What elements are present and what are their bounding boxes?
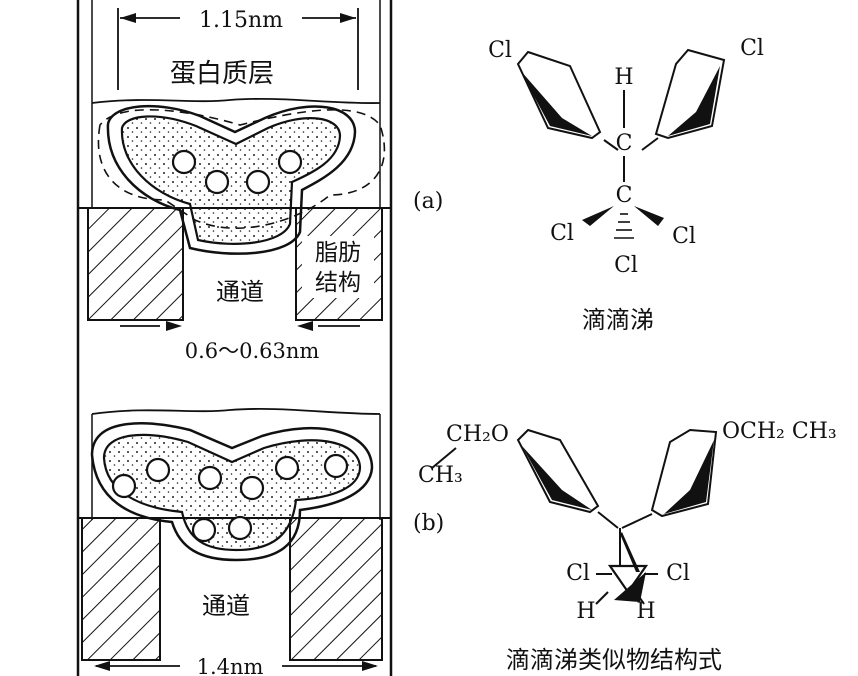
receptor-outer-shell [106,104,357,255]
right-phenyl-ring [621,428,718,529]
atom-cl-right: Cl [672,224,696,249]
bottom-arrow-left [94,661,110,671]
bottom-receptor-figure: 通道 1.4nm [78,408,391,676]
atom-c-lower: C [616,183,633,208]
atom-cl-left: Cl [566,561,590,586]
channel-arrow-left [166,321,182,331]
arrowhead-left [120,13,136,23]
binding-site-circle [277,149,303,175]
group-och2ch3-right: OCH₂ CH₃ [722,419,837,444]
right-phenyl-ring [641,48,726,151]
binding-site-circle [197,465,223,491]
channel-arrow-right [297,321,313,331]
binding-site-circle [323,453,349,479]
wedge-bond-right [634,206,664,226]
membrane-top-boundary [91,97,381,104]
bond-ethyl-left [431,447,457,469]
atom-cl-right-ring: Cl [740,36,764,61]
binding-site-circle [191,517,217,543]
bottom-channel-label: 通道 [202,592,250,620]
lipid-block-left [87,207,184,321]
binding-site-circle [227,515,253,541]
top-receptor-figure: 1.15nm 蛋白质层 脂肪 结构 通道 0.6～0.63nm [78,8,391,363]
lipid-label-line1: 脂肪 [315,240,361,266]
receptor-binding-pocket [120,115,342,245]
bond-h-left [595,591,609,605]
panel-b-ddt-analogue: (b) CH₂O CH₃ OCH₂ CH₃ Cl Cl H H 滴滴涕类似物结构… [413,419,837,674]
binding-site-circle [171,149,197,175]
bottom-arrow-right [362,661,378,671]
panel-b-caption: 滴滴涕类似物结构式 [506,646,722,674]
cyclopropane-wedge [614,572,646,602]
receptor-outer-shell [90,422,374,562]
panel-a-caption: 滴滴涕 [582,306,654,334]
bond-h-right [639,597,645,605]
membrane-top-boundary [91,408,381,415]
group-ch3-left: CH₃ [418,463,463,488]
left-phenyl-ring [516,428,619,529]
atom-cl-right: Cl [666,561,690,586]
group-ch2o-left: CH₂O [446,422,509,447]
protein-layer-label: 蛋白质层 [170,59,274,89]
hash-bond-bottom [614,213,634,239]
binding-site-circle [245,169,271,195]
lipid-label-line2: 结构 [315,270,361,296]
atom-cl-bottom: Cl [614,253,638,278]
receptor-column [76,0,393,676]
atom-h: H [614,65,633,90]
atom-h-right: H [636,599,655,624]
left-phenyl-ring [516,50,619,151]
lipid-label-box [302,236,374,298]
channel-width-label: 0.6～0.63nm [185,339,320,363]
wedge-bond-ring [620,532,640,572]
binding-cavity-dashed [97,109,386,229]
panel-a-ddt: (a) Cl Cl H C C Cl Cl Cl 滴滴涕 [413,36,764,334]
atom-cl-left-ring: Cl [488,38,512,63]
arrowhead-right [340,13,356,23]
binding-site-circle [204,169,230,195]
wedge-bond-left [582,206,614,226]
binding-site-circle [145,457,171,483]
atom-cl-left: Cl [550,221,574,246]
binding-site-circle [239,475,265,501]
panel-a-marker: (a) [413,189,443,214]
binding-site-circle [274,455,300,481]
lipid-block-left [81,517,161,661]
top-width-label: 1.15nm [199,8,283,33]
panel-b-marker: (b) [413,511,444,536]
cyclopropane-ring [607,564,649,594]
lipid-block-right [289,517,383,661]
atom-c-upper: C [616,131,633,156]
top-channel-label: 通道 [216,278,264,306]
binding-site-circle [111,473,137,499]
bottom-width-label: 1.4nm [197,655,264,676]
atom-h-left: H [576,599,595,624]
